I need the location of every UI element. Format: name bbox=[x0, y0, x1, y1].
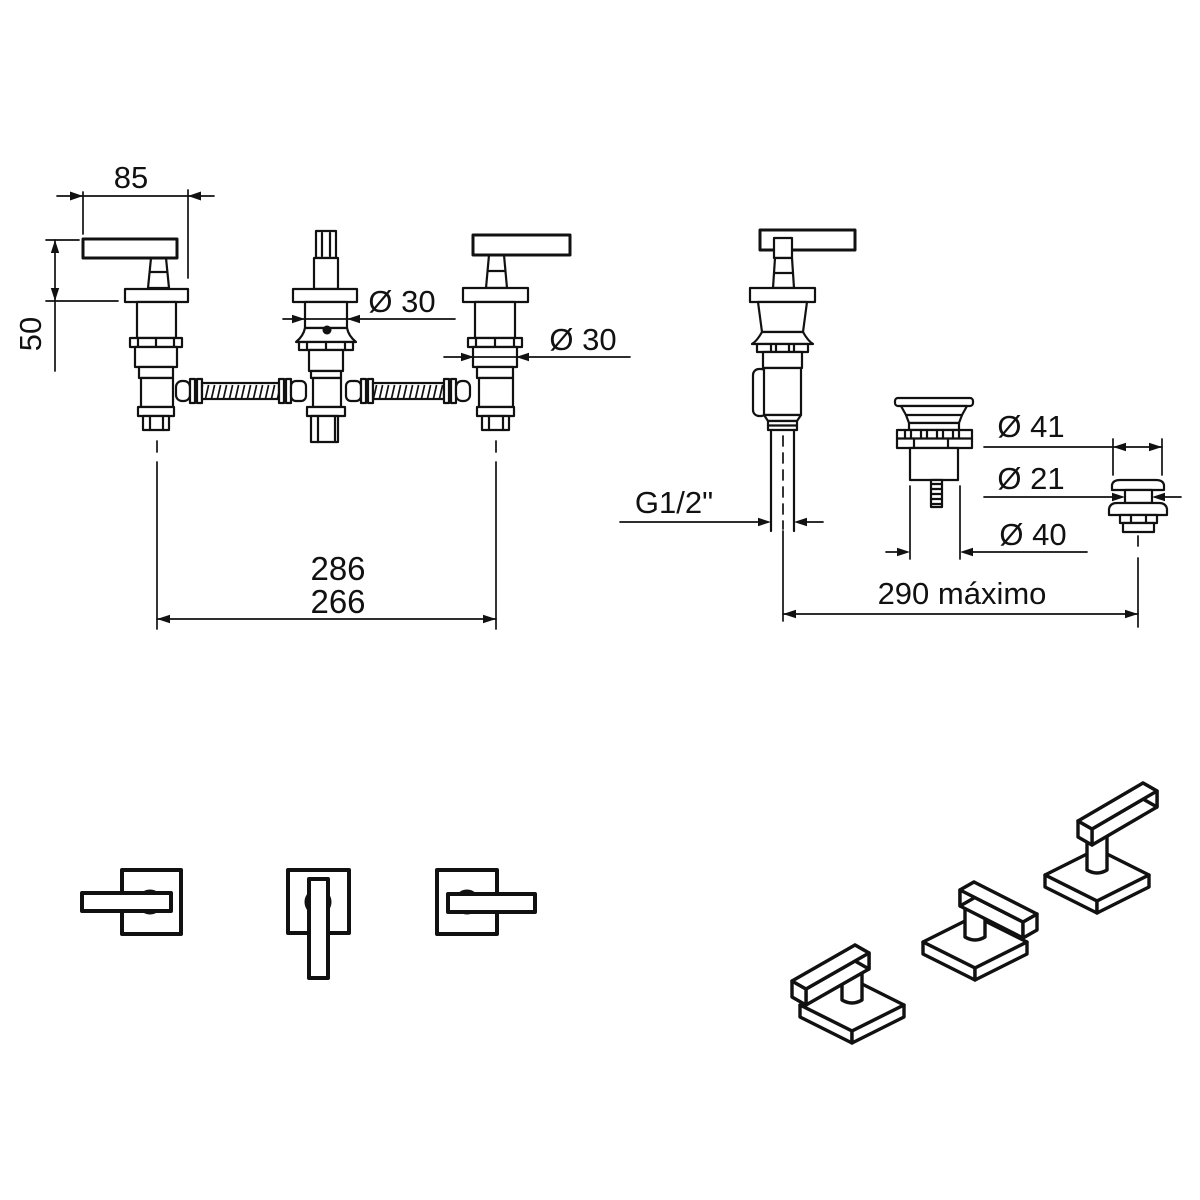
dimension-center-distance: 286 266 bbox=[156, 461, 497, 630]
isometric-views bbox=[790, 781, 1159, 1045]
drain-body-diameter-label: Ø 40 bbox=[999, 517, 1066, 552]
dimension-drain-body-diameter: Ø 40 bbox=[885, 485, 1088, 560]
drain-neck-diameter-label: Ø 21 bbox=[997, 461, 1064, 496]
dimension-spout-diameter: Ø 30 bbox=[282, 284, 456, 324]
drain-popup-waste bbox=[893, 396, 975, 509]
plan-left-lever bbox=[80, 891, 173, 913]
dimension-handle-length: 85 bbox=[56, 160, 215, 279]
iso-center-spout bbox=[921, 880, 1039, 982]
dimension-drain-neck-diameter: Ø 21 bbox=[983, 461, 1182, 502]
center-distance-min-label: 266 bbox=[310, 583, 365, 620]
plan-center-spout bbox=[286, 868, 351, 980]
dimension-drain-projection: 290 máximo bbox=[782, 535, 1139, 628]
drain-top-diameter-label: Ø 41 bbox=[997, 409, 1064, 444]
iso-right-handle bbox=[1043, 781, 1159, 915]
supply-bar-left bbox=[174, 377, 308, 405]
dimension-valve-diameter: Ø 30 bbox=[443, 322, 631, 362]
handle-height-label: 50 bbox=[13, 317, 48, 351]
plan-views bbox=[80, 868, 537, 980]
side-view-valve bbox=[748, 228, 857, 622]
iso-left-handle bbox=[790, 943, 906, 1045]
left-handle-lever bbox=[81, 237, 179, 260]
right-dimensions: G1/2" Ø 41 Ø 21 Ø 40 bbox=[619, 409, 1182, 628]
front-view bbox=[81, 229, 572, 453]
drain-fitting-front bbox=[1107, 478, 1169, 534]
drain-projection-label: 290 máximo bbox=[878, 576, 1047, 611]
dimension-drain-top-diameter: Ø 41 bbox=[983, 409, 1163, 476]
handle-length-label: 85 bbox=[114, 160, 148, 195]
plan-right-handle bbox=[435, 868, 537, 936]
front-dimensions: 85 50 Ø 30 Ø 30 bbox=[13, 160, 631, 630]
plan-left-handle bbox=[80, 868, 183, 936]
right-handle-lever bbox=[471, 233, 572, 257]
inlet-thread-label: G1/2" bbox=[635, 485, 713, 520]
dimension-inlet-thread: G1/2" bbox=[619, 485, 824, 527]
center-distance-max-label: 286 bbox=[310, 550, 365, 587]
plan-right-lever bbox=[446, 892, 537, 914]
aerator-dot bbox=[322, 325, 332, 335]
spout-diameter-label: Ø 30 bbox=[368, 284, 435, 319]
dimension-handle-height: 50 bbox=[13, 239, 119, 372]
valve-diameter-label: Ø 30 bbox=[549, 322, 616, 357]
plan-center-spout-arm bbox=[307, 877, 330, 980]
center-spout-front bbox=[291, 229, 359, 444]
supply-bar-right bbox=[344, 377, 472, 405]
left-valve-front bbox=[81, 237, 190, 453]
